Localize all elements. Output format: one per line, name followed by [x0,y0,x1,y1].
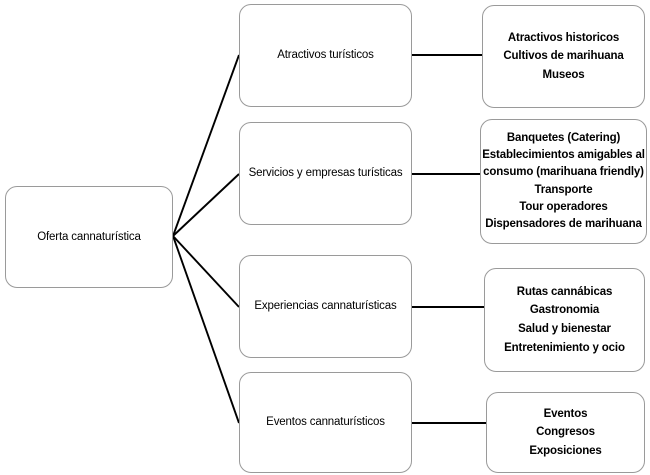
list-item: Gastronomia [529,304,600,317]
category-node-eventos-cannaturisticos[interactable]: Eventos cannaturísticos [239,372,412,473]
root-node-oferta-cannaturistica[interactable]: Oferta cannaturística [5,186,173,288]
list-item: Banquetes (Catering) [506,131,621,144]
list-item: Tour operadores [519,200,608,213]
category-node-experiencias-cannaturisticas[interactable]: Experiencias cannaturísticas [239,255,412,358]
list-item: Congresos [536,426,595,439]
items-node-servicios-y-empresas-turisticas[interactable]: Banquetes (Catering) Establecimientos am… [480,119,647,244]
category-node-atractivos-turisticos[interactable]: Atractivos turísticos [239,4,412,107]
items-node-atractivos-turisticos[interactable]: Atractivos historicos Cultivos de marihu… [482,5,645,108]
items-node-experiencias-cannaturisticas[interactable]: Rutas cannábicas Gastronomia Salud y bie… [484,268,645,372]
list-item: Cultivos de marihuana [503,50,624,63]
list-item: Rutas cannábicas [516,285,613,298]
list-item: Exposiciones [529,444,602,457]
category-node-label: Eventos cannaturísticos [266,416,385,429]
list-item: Museos [542,68,585,81]
root-node-label: Oferta cannaturística [37,230,141,243]
category-node-label: Servicios y empresas turísticas [248,167,403,180]
edge-root-to-category-4 [172,235,240,424]
edge-root-to-category-3 [172,235,240,308]
list-item: Establecimientos amigables al consumo (m… [482,149,648,179]
items-node-eventos-cannaturisticos[interactable]: Eventos Congresos Exposiciones [486,392,645,473]
category-node-label: Atractivos turísticos [277,49,374,62]
list-item: Eventos [543,407,588,420]
list-item: Atractivos historicos [507,31,620,44]
list-item: Entretenimiento y ocio [504,341,625,354]
edge-root-to-category-1 [172,54,240,237]
list-item: Transporte [534,183,593,196]
category-node-label: Experiencias cannaturísticas [254,300,397,313]
list-item: Salud y bienestar [518,323,611,335]
edge-root-to-category-2 [172,173,240,237]
list-item: Dispensadores de marihuana [485,218,642,230]
category-node-servicios-y-empresas-turisticas[interactable]: Servicios y empresas turísticas [239,122,412,225]
